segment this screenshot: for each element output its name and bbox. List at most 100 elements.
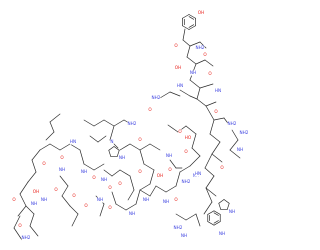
bond-11 <box>189 41 201 47</box>
atom-label-nh2-13: NH2 <box>240 130 249 135</box>
bond-62 <box>189 155 201 167</box>
atom-label-backdrop <box>18 223 22 229</box>
atom-label-backdrop <box>92 175 96 181</box>
bond-130 <box>97 135 107 143</box>
atom-label-backdrop <box>156 173 164 179</box>
bond-20 <box>196 87 201 100</box>
bond-29 <box>169 91 181 97</box>
bond-89 <box>115 203 127 211</box>
atom-label-o-12: O <box>148 107 152 112</box>
bond-78 <box>113 146 120 151</box>
bond-59 <box>185 125 197 135</box>
atom-label-nh-30: NH <box>119 155 125 160</box>
atom-label-backdrop <box>203 52 207 58</box>
bond-123 <box>71 213 79 227</box>
atom-label-backdrop <box>60 155 64 161</box>
bond-125 <box>99 203 105 217</box>
atom-label-o-53: O <box>54 187 58 192</box>
bond-18 <box>189 79 201 89</box>
bond-103 <box>39 143 51 151</box>
bond-0 <box>188 25 196 30</box>
atom-label-backdrop <box>84 203 88 209</box>
bond-42 <box>203 201 213 215</box>
bond-60 <box>191 133 197 149</box>
atom-label-backdrop <box>80 169 88 175</box>
bond-64 <box>175 171 181 187</box>
atom-label-oh-46: OH <box>33 189 39 194</box>
bond-12 <box>199 41 207 49</box>
bond-28 <box>159 91 171 99</box>
atom-label-backdrop <box>58 167 66 173</box>
atom-label-backdrop <box>108 185 112 191</box>
bond-1 <box>182 25 190 30</box>
bond-114 <box>19 193 27 207</box>
bond-129 <box>89 135 99 143</box>
atom-label-backdrop <box>228 209 236 215</box>
atom-label-o-19: O <box>178 129 182 134</box>
atom-label-hn-41: HN <box>70 139 76 144</box>
atom-label-nh-25: NH <box>163 199 169 204</box>
bond-96 <box>83 119 95 127</box>
atom-label-o-24: O <box>174 197 178 202</box>
bond-31 <box>209 133 221 143</box>
atom-label-backdrop <box>118 155 126 161</box>
atom-label-nh2-10: NH2 <box>228 121 237 126</box>
ring-layer <box>108 14 230 226</box>
bond-69 <box>169 159 177 169</box>
bond-105 <box>59 143 71 151</box>
atom-label-oh-top-0: OH <box>198 10 204 15</box>
atom-label-o-21: O <box>184 149 188 154</box>
atom-label-backdrop <box>218 231 226 237</box>
bond-117 <box>29 213 35 227</box>
bond-86 <box>139 183 151 191</box>
atom-label-backdrop <box>30 201 38 207</box>
bond-97 <box>93 119 105 127</box>
atom-label-backdrop <box>108 205 112 211</box>
atom-label-o-3: O <box>203 52 207 57</box>
atom-label-nh2-40: NH2 <box>128 121 137 126</box>
bond-52 <box>223 199 230 204</box>
bond-87 <box>135 189 141 205</box>
atom-label-hn-7: HN <box>215 88 221 93</box>
atom-label-backdrop <box>118 181 122 187</box>
bond-93 <box>119 169 131 177</box>
bond-116 <box>25 205 35 215</box>
atom-label-backdrop <box>42 161 46 167</box>
atom-label-nh-39: NH <box>143 197 149 202</box>
bond-111 <box>31 159 37 173</box>
atom-label-o-27: O <box>168 167 172 172</box>
atom-label-oh-6: OH <box>175 65 181 70</box>
bond-26 <box>213 117 225 121</box>
atom-label-backdrop <box>12 197 16 203</box>
atom-label-backdrop <box>110 139 114 145</box>
atom-label-nh2-28: NH2 <box>174 225 183 230</box>
atom-label-o-45: O <box>42 161 46 166</box>
bond-71 <box>175 213 187 221</box>
atom-label-backdrop <box>138 169 142 175</box>
atom-label-backdrop <box>189 70 197 76</box>
atom-label-backdrop <box>165 153 173 159</box>
bond-65 <box>165 185 177 193</box>
bond-126 <box>45 131 55 141</box>
atom-label-o-57: O <box>108 205 112 210</box>
atom-label-backdrop <box>54 187 58 193</box>
atom-label-backdrop <box>184 149 188 155</box>
bond-22 <box>205 101 217 107</box>
atom-label-o-36: O <box>108 185 112 190</box>
bond-61 <box>191 147 201 157</box>
atom-label-o-54: O <box>72 193 76 198</box>
atom-label-nh2-11: NH2 <box>152 95 161 100</box>
bond-39 <box>205 175 215 189</box>
atom-label-backdrop <box>127 121 137 127</box>
atom-label-nh2-top-1: NH2 <box>196 45 205 50</box>
bond-99 <box>113 119 125 127</box>
bond-63 <box>179 165 191 173</box>
bond-98 <box>103 119 115 127</box>
bond-4 <box>188 14 196 19</box>
atom-label-backdrop <box>178 129 182 135</box>
bond-82 <box>108 146 115 151</box>
peptide-structure: OHNH2OONHOOHHNOHNNH2NH2ONH2NHONHNHNHOHOO… <box>12 10 249 241</box>
atom-label-backdrop <box>174 43 178 49</box>
atom-label-o-34: O <box>138 169 142 174</box>
bond-37 <box>204 153 213 169</box>
